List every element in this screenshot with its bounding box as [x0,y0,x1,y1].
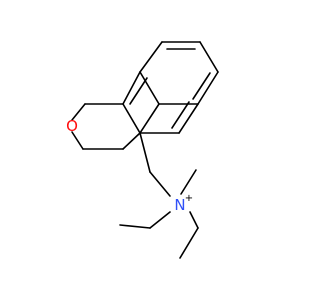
bond [189,211,199,229]
bond [192,72,211,100]
bond [71,103,86,121]
molecule-structure: O N + [66,41,219,259]
bond [139,41,163,73]
bond [139,132,151,173]
bond [139,103,160,134]
oxygen-atom-label: O [66,117,78,135]
bond [122,71,141,105]
bond-group [71,41,219,259]
bond [197,71,219,105]
bond [149,211,171,229]
bond [180,169,197,195]
bond [149,171,171,197]
nitrogen-charge-label: + [185,193,193,204]
bond [179,227,199,259]
bond [122,103,141,134]
bond [129,77,148,105]
bond [139,71,160,105]
bond [171,101,190,129]
bond [122,132,141,150]
bond [178,103,199,134]
bond [199,41,219,73]
nitrogen-atom-label: N [174,196,185,214]
bond [71,131,84,150]
bond [119,224,151,229]
